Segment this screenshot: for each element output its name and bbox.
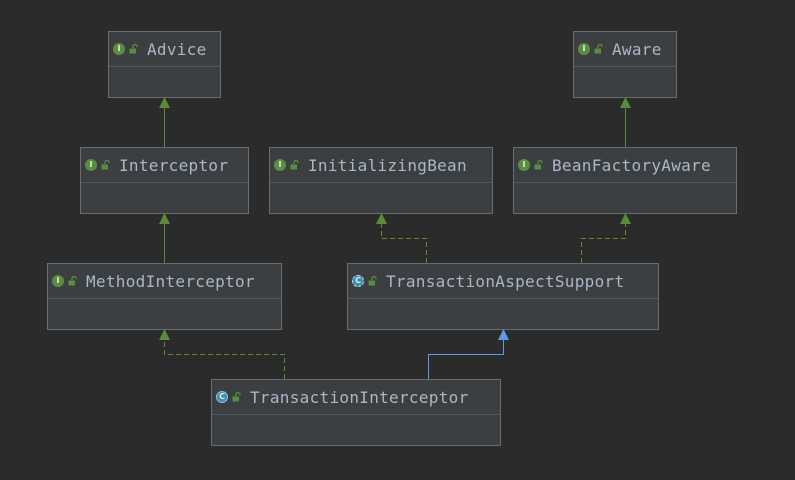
node-bean-factory-aware[interactable]: I BeanFactoryAware	[513, 147, 737, 214]
node-header: C TransactionAspectSupport	[348, 264, 658, 298]
members-section	[514, 182, 736, 214]
class-name: BeanFactoryAware	[552, 155, 711, 175]
interface-icon: I	[85, 159, 97, 171]
node-initializing-bean[interactable]: I InitializingBean	[269, 147, 493, 214]
unlock-icon	[68, 275, 77, 286]
members-section	[270, 182, 492, 214]
edge-interceptor-to-advice	[159, 97, 170, 147]
node-transaction-aspect-support[interactable]: C TransactionAspectSupport	[347, 263, 659, 330]
node-aware[interactable]: I Aware	[573, 31, 677, 98]
class-name: TransactionInterceptor	[250, 387, 469, 407]
interface-icon: I	[518, 159, 530, 171]
node-method-interceptor[interactable]: I MethodInterceptor	[47, 263, 282, 330]
class-icon: C	[216, 391, 228, 403]
node-header: I MethodInterceptor	[48, 264, 281, 298]
unlock-icon	[368, 275, 377, 286]
members-section	[212, 414, 500, 446]
interface-icon: I	[52, 275, 64, 287]
node-header: I Aware	[574, 32, 676, 66]
node-advice[interactable]: I Advice	[108, 31, 221, 98]
edge-transaction-aspect-support-to-bean-factory-aware	[581, 213, 631, 263]
edge-method-interceptor-to-interceptor	[159, 213, 170, 263]
members-section	[574, 66, 676, 98]
edge-bean-factory-aware-to-aware	[620, 97, 631, 147]
edge-transaction-interceptor-to-method-interceptor	[159, 329, 285, 379]
node-header: I Advice	[109, 32, 220, 66]
unlock-icon	[101, 159, 110, 170]
class-name: Aware	[612, 39, 662, 59]
node-header: I BeanFactoryAware	[514, 148, 736, 182]
members-section	[48, 298, 281, 330]
class-name: MethodInterceptor	[86, 271, 255, 291]
interface-icon: I	[113, 43, 125, 55]
abstract-class-icon: C	[352, 275, 364, 287]
members-section	[109, 66, 220, 98]
edge-transaction-interceptor-to-transaction-aspect-support	[428, 329, 509, 379]
interface-icon: I	[274, 159, 286, 171]
members-section	[81, 182, 248, 214]
node-header: I Interceptor	[81, 148, 248, 182]
unlock-icon	[290, 159, 299, 170]
class-name: TransactionAspectSupport	[386, 271, 625, 291]
node-header: I InitializingBean	[270, 148, 492, 182]
class-name: InitializingBean	[308, 155, 467, 175]
unlock-icon	[534, 159, 543, 170]
unlock-icon	[129, 43, 138, 54]
members-section	[348, 298, 658, 330]
unlock-icon	[594, 43, 603, 54]
edge-transaction-aspect-support-to-initializing-bean	[376, 213, 427, 263]
node-interceptor[interactable]: I Interceptor	[80, 147, 249, 214]
unlock-icon	[232, 391, 241, 402]
class-name: Interceptor	[119, 155, 229, 175]
node-header: C TransactionInterceptor	[212, 380, 500, 414]
node-transaction-interceptor[interactable]: C TransactionInterceptor	[211, 379, 501, 446]
interface-icon: I	[578, 43, 590, 55]
class-name: Advice	[147, 39, 207, 59]
